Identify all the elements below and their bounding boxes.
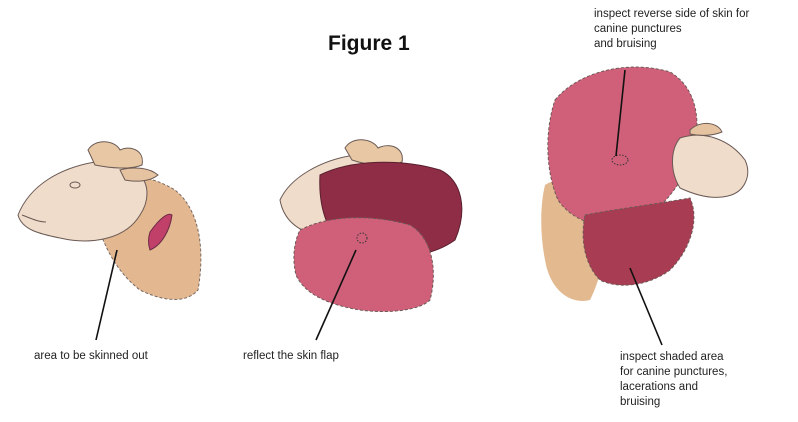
- caption-inspect-reverse-side: inspect reverse side of skin for canine …: [594, 7, 749, 52]
- caption-reflect-the-skin-flap: reflect the skin flap: [243, 349, 339, 364]
- panel-3-sheep-head-illustration: [541, 67, 747, 301]
- caption-inspect-shaded-area: inspect shaded area for canine punctures…: [620, 350, 727, 410]
- caption-area-to-be-skinned-out: area to be skinned out: [34, 349, 148, 364]
- panel-1-sheep-head-illustration: [18, 142, 201, 300]
- leader-line-panel-1: [96, 250, 117, 340]
- panel-2-sheep-head-illustration: [280, 140, 462, 312]
